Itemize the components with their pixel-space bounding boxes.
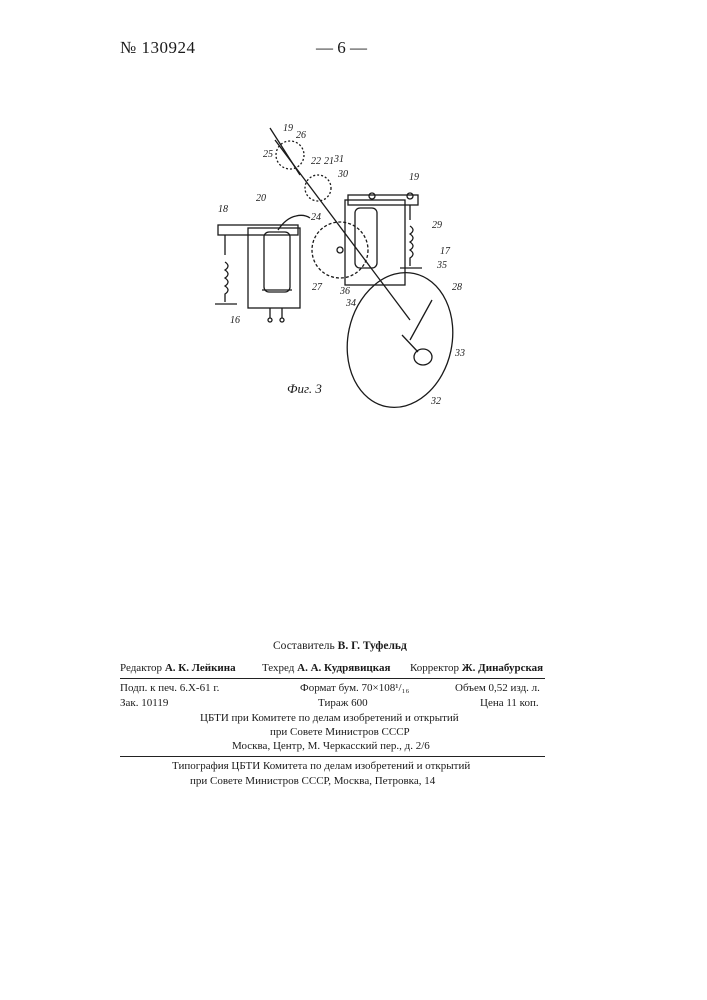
publisher-line-2: при Совете Министров СССР <box>270 726 410 738</box>
svg-text:33: 33 <box>454 348 465 359</box>
price: Цена 11 коп. <box>480 697 539 709</box>
compiler-line: Составитель В. Г. Туфельд <box>273 640 407 652</box>
printer-line-2: при Совете Министров СССР, Москва, Петро… <box>190 775 435 787</box>
figure-caption: Фиг. 3 <box>287 381 322 397</box>
svg-text:19: 19 <box>409 172 419 183</box>
compiler-name: В. Г. Туфельд <box>338 640 407 652</box>
svg-text:21: 21 <box>324 156 334 167</box>
svg-text:26: 26 <box>296 130 306 141</box>
svg-text:19: 19 <box>283 123 293 134</box>
svg-text:22: 22 <box>311 156 321 167</box>
corrector-label: Корректор <box>410 662 459 674</box>
volume: Объем 0,52 изд. л. <box>455 682 540 694</box>
technical-drawing: 1926 252221 313019 201824 291735 273634 … <box>195 110 485 420</box>
techred-label: Техред <box>262 662 294 674</box>
divider-top <box>120 678 545 679</box>
svg-text:36: 36 <box>339 286 350 297</box>
svg-text:27: 27 <box>312 282 323 293</box>
svg-text:28: 28 <box>452 282 462 293</box>
techred-line: Техред А. А. Кудрявицкая <box>262 662 390 674</box>
paper-format: Формат бум. 70×108¹/₁₆ <box>300 682 409 694</box>
techred-name: А. А. Кудрявицкая <box>297 662 390 674</box>
svg-text:34: 34 <box>345 298 356 309</box>
svg-text:17: 17 <box>440 246 451 257</box>
svg-text:31: 31 <box>333 154 344 165</box>
printer-line-1: Типография ЦБТИ Комитета по делам изобре… <box>172 760 470 772</box>
page-number: — 6 — <box>316 38 367 58</box>
editor-name: А. К. Лейкина <box>165 662 236 674</box>
svg-text:29: 29 <box>432 220 442 231</box>
svg-text:32: 32 <box>430 396 441 407</box>
print-run: Тираж 600 <box>318 697 368 709</box>
order-number: Зак. 10119 <box>120 697 168 709</box>
editor-line: Редактор А. К. Лейкина <box>120 662 236 674</box>
signed-to-print: Подп. к печ. 6.X-61 г. <box>120 682 219 694</box>
svg-text:24: 24 <box>311 212 321 223</box>
svg-text:25: 25 <box>263 149 273 160</box>
svg-text:16: 16 <box>230 315 240 326</box>
corrector-name: Ж. Динабурская <box>462 662 543 674</box>
compiler-label: Составитель <box>273 640 335 652</box>
publisher-address: Москва, Центр, М. Черкасский пер., д. 2/… <box>232 740 430 752</box>
svg-text:20: 20 <box>256 193 266 204</box>
divider-bottom <box>120 756 545 757</box>
svg-text:35: 35 <box>436 260 447 271</box>
svg-text:18: 18 <box>218 204 228 215</box>
editor-label: Редактор <box>120 662 162 674</box>
publisher-line-1: ЦБТИ при Комитете по делам изобретений и… <box>200 712 459 724</box>
svg-text:30: 30 <box>337 169 348 180</box>
patent-number: № 130924 <box>120 38 195 58</box>
corrector-line: Корректор Ж. Динабурская <box>410 662 543 674</box>
